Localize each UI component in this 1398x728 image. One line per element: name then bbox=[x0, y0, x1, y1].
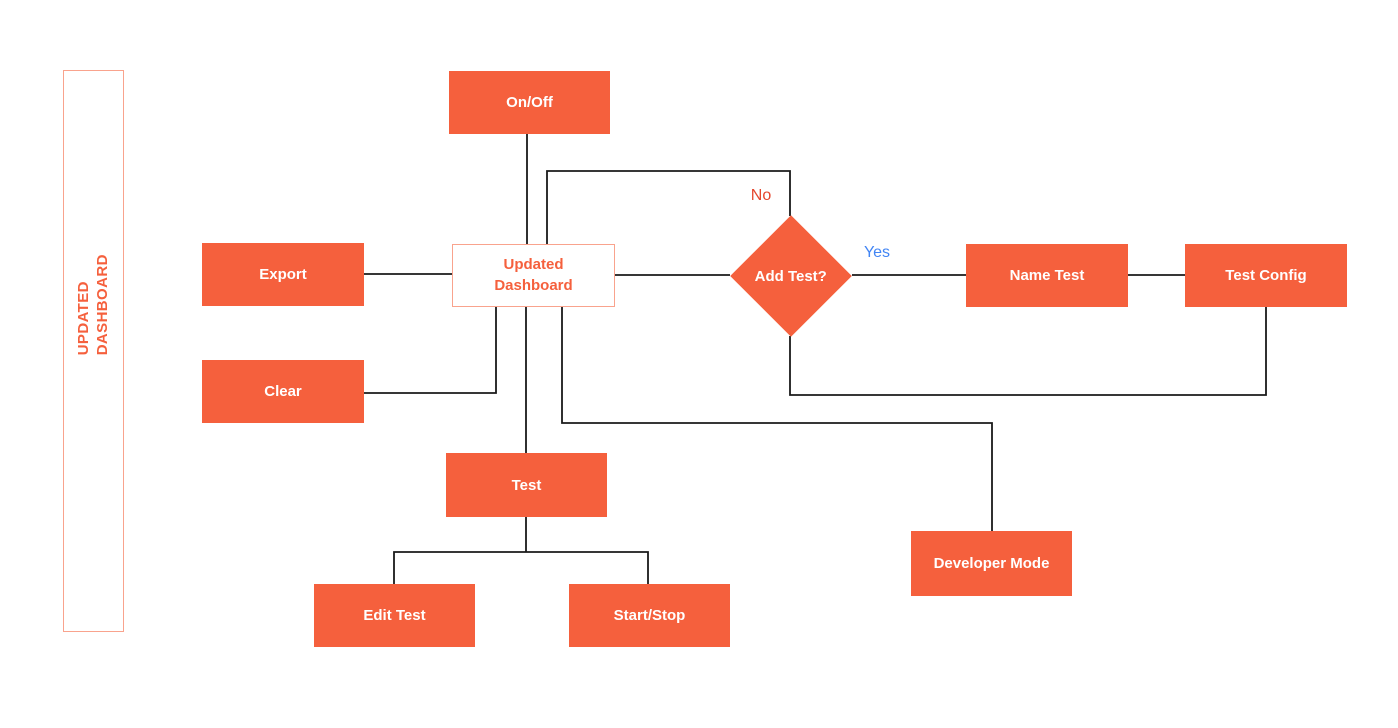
node-developer-mode[interactable]: Developer Mode bbox=[911, 531, 1072, 596]
node-updated-dashboard-label: Updated Dashboard bbox=[494, 256, 573, 294]
node-edit-test[interactable]: Edit Test bbox=[314, 584, 475, 647]
node-add-test-label: Add Test? bbox=[754, 267, 828, 285]
connector-addtest-no-loop bbox=[546, 170, 791, 244]
connector-clear-dashboard bbox=[364, 307, 497, 394]
node-export[interactable]: Export bbox=[202, 243, 364, 306]
node-on-off-label: On/Off bbox=[506, 94, 553, 111]
node-start-stop[interactable]: Start/Stop bbox=[569, 584, 730, 647]
edge-label-no: No bbox=[750, 187, 772, 204]
node-clear-label: Clear bbox=[264, 383, 302, 400]
node-name-test[interactable]: Name Test bbox=[966, 244, 1128, 307]
node-test-label: Test bbox=[511, 476, 542, 494]
node-start-stop-label: Start/Stop bbox=[613, 607, 686, 624]
node-on-off[interactable]: On/Off bbox=[449, 71, 610, 134]
node-test-config-label: Test Config bbox=[1225, 267, 1307, 284]
node-developer-mode-label: Developer Mode bbox=[933, 555, 1050, 572]
node-edit-test-label: Edit Test bbox=[363, 607, 426, 624]
node-test-config[interactable]: Test Config bbox=[1185, 244, 1347, 307]
diagram-title-band: UPDATED DASHBOARD bbox=[63, 70, 124, 632]
node-test[interactable]: Test bbox=[446, 453, 607, 517]
node-updated-dashboard[interactable]: Updated Dashboard bbox=[452, 244, 615, 307]
connector-test-children-rail bbox=[393, 551, 649, 584]
node-name-test-label: Name Test bbox=[1009, 267, 1085, 284]
node-export-label: Export bbox=[259, 266, 307, 283]
connector-dashboard-developermode bbox=[561, 307, 993, 531]
edge-label-yes: Yes bbox=[863, 244, 891, 261]
node-clear[interactable]: Clear bbox=[202, 360, 364, 423]
diagram-title: UPDATED DASHBOARD bbox=[74, 254, 111, 356]
connector-testconfig-addtest-return bbox=[789, 307, 1267, 396]
